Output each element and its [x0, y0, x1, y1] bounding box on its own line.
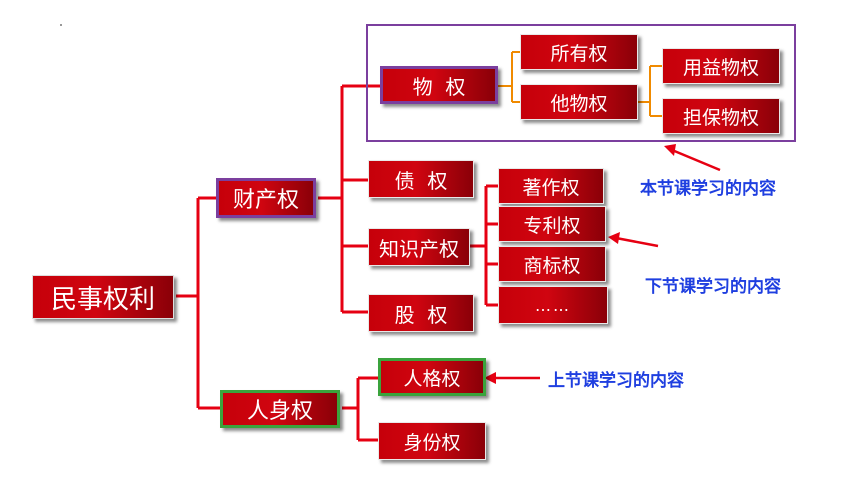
- decorative-dot: [60, 24, 62, 26]
- node-ownership-label: 所有权: [550, 42, 608, 65]
- node-real-rights: 物 权: [380, 66, 498, 104]
- node-patent: 专利权: [498, 206, 606, 242]
- node-etc: ……: [498, 286, 608, 324]
- node-personal-rights-label: 人身权: [246, 399, 313, 424]
- node-identity-rights-label: 身份权: [403, 431, 461, 454]
- node-security-rights-label: 担保物权: [682, 106, 759, 129]
- node-civil-rights-label: 民事权利: [50, 284, 155, 315]
- node-civil-rights: 民事权利: [32, 275, 174, 319]
- node-patent-label: 专利权: [523, 214, 581, 237]
- node-personal-rights: 人身权: [220, 390, 340, 428]
- node-identity-rights: 身份权: [378, 422, 486, 460]
- node-copyright-label: 著作权: [522, 176, 580, 199]
- note-this-lesson: 本节课学习的内容: [640, 179, 776, 199]
- node-equity: 股 权: [368, 294, 474, 332]
- node-security-rights: 担保物权: [662, 98, 780, 134]
- node-copyright: 著作权: [498, 168, 604, 204]
- node-usufruct-label: 用益物权: [682, 56, 759, 79]
- node-etc-label: ……: [535, 295, 571, 315]
- node-property-rights: 财产权: [216, 178, 316, 218]
- node-personality-rights: 人格权: [378, 358, 486, 396]
- node-other-real-rights-label: 他物权: [550, 92, 608, 115]
- node-other-real-rights: 他物权: [520, 84, 638, 120]
- node-property-rights-label: 财产权: [232, 188, 299, 213]
- note-next-lesson: 下节课学习的内容: [645, 277, 781, 297]
- node-creditor-rights-label: 债 权: [394, 168, 448, 193]
- node-personality-rights-label: 人格权: [403, 367, 461, 390]
- node-equity-label: 股 权: [394, 302, 448, 327]
- real-rights-group-frame: [366, 24, 796, 142]
- node-ownership: 所有权: [520, 34, 638, 70]
- node-trademark: 商标权: [498, 246, 606, 282]
- node-intellectual-property-label: 知识产权: [379, 236, 459, 261]
- node-real-rights-label: 物 权: [412, 74, 466, 99]
- node-intellectual-property: 知识产权: [368, 228, 470, 266]
- node-creditor-rights: 债 权: [368, 160, 474, 198]
- node-trademark-label: 商标权: [523, 254, 581, 277]
- node-usufruct: 用益物权: [662, 48, 780, 84]
- note-previous-lesson: 上节课学习的内容: [548, 371, 684, 391]
